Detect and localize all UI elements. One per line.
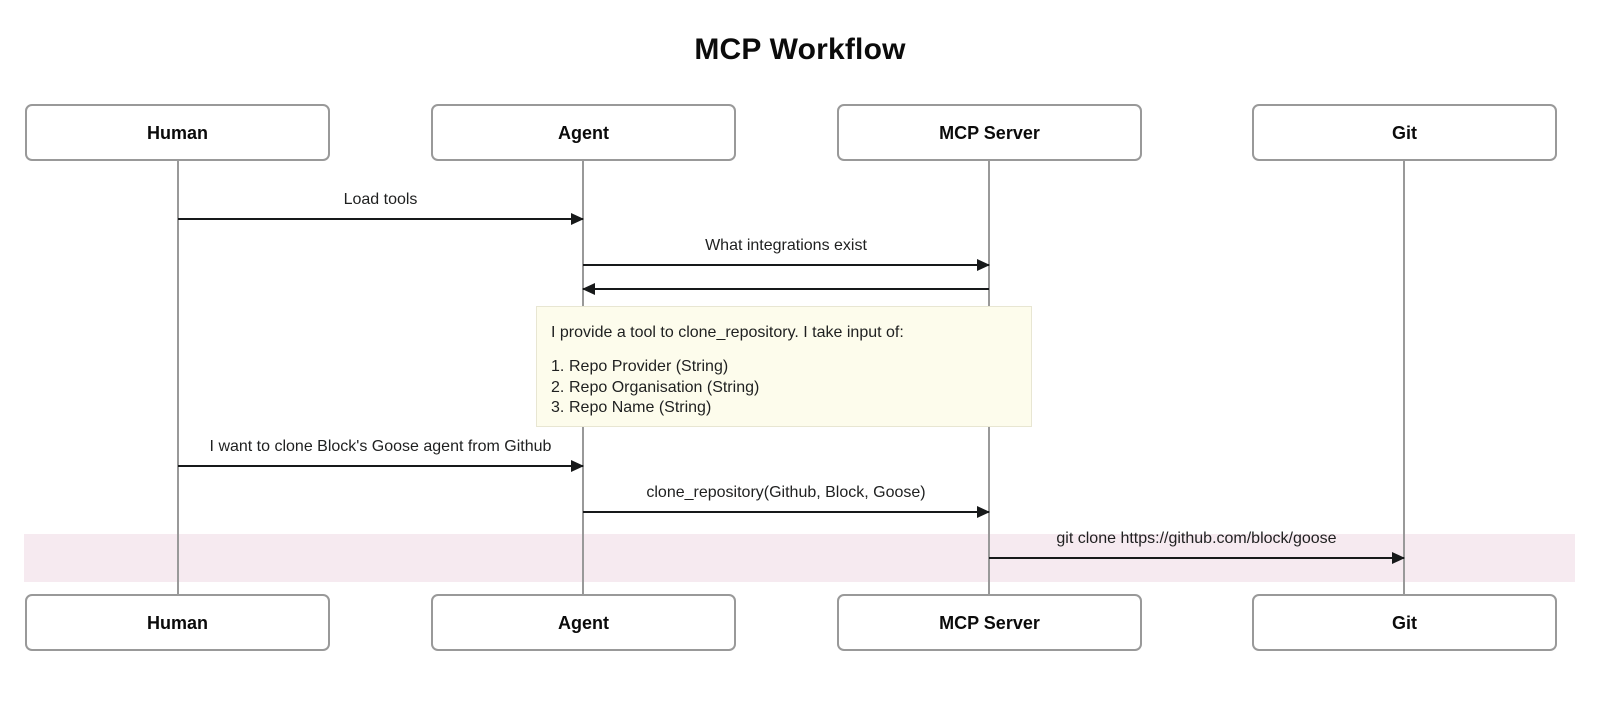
page-title: MCP Workflow — [694, 33, 906, 66]
note-list-item: 1. Repo Provider (String) — [551, 357, 1017, 377]
message-line — [583, 288, 989, 291]
note-list-item-text: Repo Organisation (String) — [569, 378, 760, 396]
note-list-item-text: Repo Provider (String) — [569, 358, 729, 376]
message-line — [583, 511, 989, 514]
actor-box-human-bottom[interactable]: Human — [25, 594, 330, 651]
actor-box-agent-bottom[interactable]: Agent — [431, 594, 736, 651]
message-label-clone-request: I want to clone Block's Goose agent from… — [209, 438, 552, 456]
message-label-what-integrations-exist: What integrations exist — [705, 237, 867, 255]
actor-box-git-top[interactable]: Git — [1252, 104, 1557, 161]
note-list-item: 3. Repo Name (String) — [551, 398, 1017, 418]
actor-box-human-top[interactable]: Human — [25, 104, 330, 161]
note-input-list: 1. Repo Provider (String) 2. Repo Organi… — [551, 357, 1017, 418]
note-list-item-number: 2. — [551, 378, 565, 396]
note-list-item-number: 3. — [551, 399, 565, 417]
actor-label-agent-top: Agent — [558, 122, 609, 143]
note-clone-repository-tool: I provide a tool to clone_repository. I … — [536, 306, 1032, 427]
arrowhead-right-icon — [977, 258, 990, 271]
actor-label-git-top: Git — [1392, 122, 1417, 143]
actor-label-human-bottom: Human — [146, 612, 208, 633]
message-line — [178, 218, 583, 221]
lifeline-git — [1403, 161, 1405, 594]
actor-label-git-bottom: Git — [1392, 612, 1417, 633]
actor-box-mcp-server-bottom[interactable]: MCP Server — [837, 594, 1142, 651]
actor-label-mcp-server-top: MCP Server — [939, 122, 1040, 143]
message-label-git-clone: git clone https://github.com/block/goose — [1056, 530, 1337, 548]
arrowhead-right-icon — [571, 459, 584, 472]
note-list-item-text: Repo Name (String) — [569, 399, 712, 417]
message-line — [583, 264, 989, 267]
actor-label-agent-bottom: Agent — [558, 612, 609, 633]
arrowhead-left-icon — [582, 282, 595, 295]
message-label-load-tools: Load tools — [343, 191, 418, 209]
message-label-clone-repository-call: clone_repository(Github, Block, Goose) — [646, 484, 926, 502]
actor-box-mcp-server-top[interactable]: MCP Server — [837, 104, 1142, 161]
actor-label-human-top: Human — [146, 122, 208, 143]
message-line — [989, 557, 1404, 560]
lifeline-human — [177, 161, 179, 594]
actor-label-mcp-server-bottom: MCP Server — [939, 612, 1040, 633]
arrowhead-right-icon — [1392, 551, 1405, 564]
note-list-item-number: 1. — [551, 358, 565, 376]
actor-box-git-bottom[interactable]: Git — [1252, 594, 1557, 651]
actor-box-agent-top[interactable]: Agent — [431, 104, 736, 161]
note-list-item: 2. Repo Organisation (String) — [551, 378, 1017, 398]
arrowhead-right-icon — [977, 505, 990, 518]
message-line — [178, 465, 583, 468]
note-heading: I provide a tool to clone_repository. I … — [551, 324, 904, 341]
arrowhead-right-icon — [571, 212, 584, 225]
